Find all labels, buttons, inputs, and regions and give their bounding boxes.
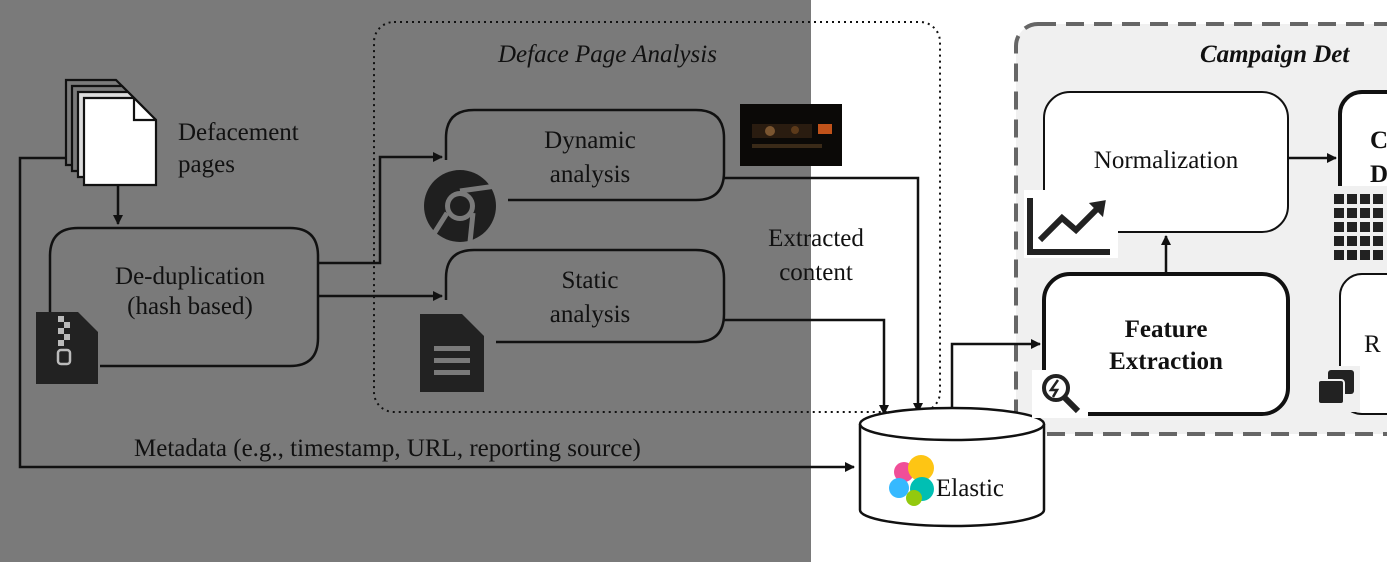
static-line2: analysis <box>549 301 631 328</box>
partial-d-label: D <box>1370 161 1387 188</box>
normalization-label: Normalization <box>1093 147 1239 174</box>
extracted-line1: Extracted <box>768 225 864 252</box>
static-line1: Static <box>561 267 619 294</box>
documents-icon <box>64 78 158 187</box>
chart-trend-icon <box>1024 190 1118 258</box>
campaign-group-title: Campaign Det <box>1200 41 1350 68</box>
partial-c-label: C <box>1370 127 1387 154</box>
arrow-static-to-elastic <box>724 318 889 415</box>
feature-line2: Extraction <box>1109 348 1223 375</box>
static-label: Static analysis <box>500 264 680 332</box>
extracted-line2: content <box>779 259 853 286</box>
chrome-icon <box>424 170 497 243</box>
deface-group-box <box>373 21 941 413</box>
search-icon <box>1032 370 1088 418</box>
partial-r-label: R <box>1364 331 1381 358</box>
arrow-elastic-to-feature <box>950 339 1041 408</box>
dynamic-line2: analysis <box>549 161 631 188</box>
dynamic-line1: Dynamic <box>544 127 636 154</box>
defacement-pages-text: Defacement pages <box>178 119 299 178</box>
static-box <box>444 248 726 344</box>
arrow-metadata-to-elastic <box>18 156 855 472</box>
extracted-content-label: Extracted content <box>738 222 894 290</box>
feature-extraction-label: Feature Extraction <box>1058 314 1274 378</box>
zip-file-icon <box>36 312 98 384</box>
metadata-label: Metadata (e.g., timestamp, URL, reportin… <box>134 435 641 462</box>
screenshot-thumbnail <box>740 104 842 166</box>
feature-extraction-box <box>1042 272 1290 416</box>
arrow-dynamic-to-elastic <box>724 176 923 413</box>
layers-icon <box>1312 366 1360 412</box>
shaded-region <box>0 0 811 562</box>
arrow-dedup-to-dynamic <box>318 152 443 265</box>
grid-icon <box>1330 186 1387 266</box>
dedup-line1: De-duplication <box>115 263 265 290</box>
dynamic-label: Dynamic analysis <box>500 124 680 192</box>
deface-group-title: Deface Page Analysis <box>498 41 717 68</box>
defacement-pages-label: Defacement pages <box>178 117 348 181</box>
database-icon <box>858 406 1046 528</box>
feature-line1: Feature <box>1124 316 1208 343</box>
dedup-label: De-duplication (hash based) <box>74 262 306 322</box>
dedup-line2: (hash based) <box>127 293 253 320</box>
dedup-box <box>48 226 320 368</box>
elastic-label: Elastic <box>936 475 1005 502</box>
dynamic-box <box>444 108 726 202</box>
elastic-logo <box>889 455 934 506</box>
document-icon <box>420 314 484 392</box>
